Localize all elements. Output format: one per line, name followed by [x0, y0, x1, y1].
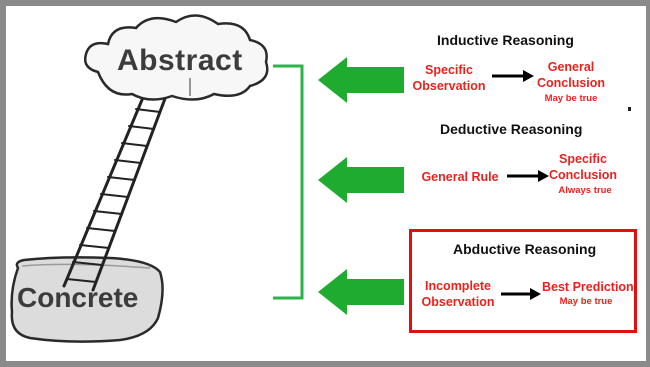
- abductive-green-arrow: [318, 269, 404, 315]
- deductive-heading: Deductive Reasoning: [440, 121, 583, 137]
- concrete-rock: [10, 256, 164, 343]
- inductive-green-arrow: [318, 57, 404, 103]
- abductive-heading: Abductive Reasoning: [453, 241, 597, 257]
- abductive-to: Best Prediction: [542, 280, 634, 294]
- abductive-highlight-box: [409, 229, 637, 333]
- inductive-heading: Inductive Reasoning: [437, 32, 574, 48]
- abstract-label: Abstract: [117, 44, 243, 77]
- abductive-from: Incomplete Observation: [421, 279, 495, 309]
- inductive-to: General Conclusion: [536, 60, 606, 90]
- deductive-green-arrow: [318, 157, 404, 203]
- inductive-from: Specific Observation: [412, 63, 486, 93]
- abductive-note: May be true: [559, 296, 613, 307]
- deductive-to: Specific Conclusion: [548, 152, 618, 182]
- concrete-label: Concrete: [17, 282, 139, 313]
- green-arrows: [318, 57, 404, 315]
- green-bracket: [273, 64, 304, 300]
- ladder: [62, 74, 174, 292]
- deductive-from: General Rule: [421, 170, 499, 184]
- black-arrows: [492, 70, 549, 300]
- inductive-note: May be true: [544, 93, 598, 104]
- abstract-cloud: [84, 14, 269, 101]
- deductive-note: Always true: [558, 185, 612, 196]
